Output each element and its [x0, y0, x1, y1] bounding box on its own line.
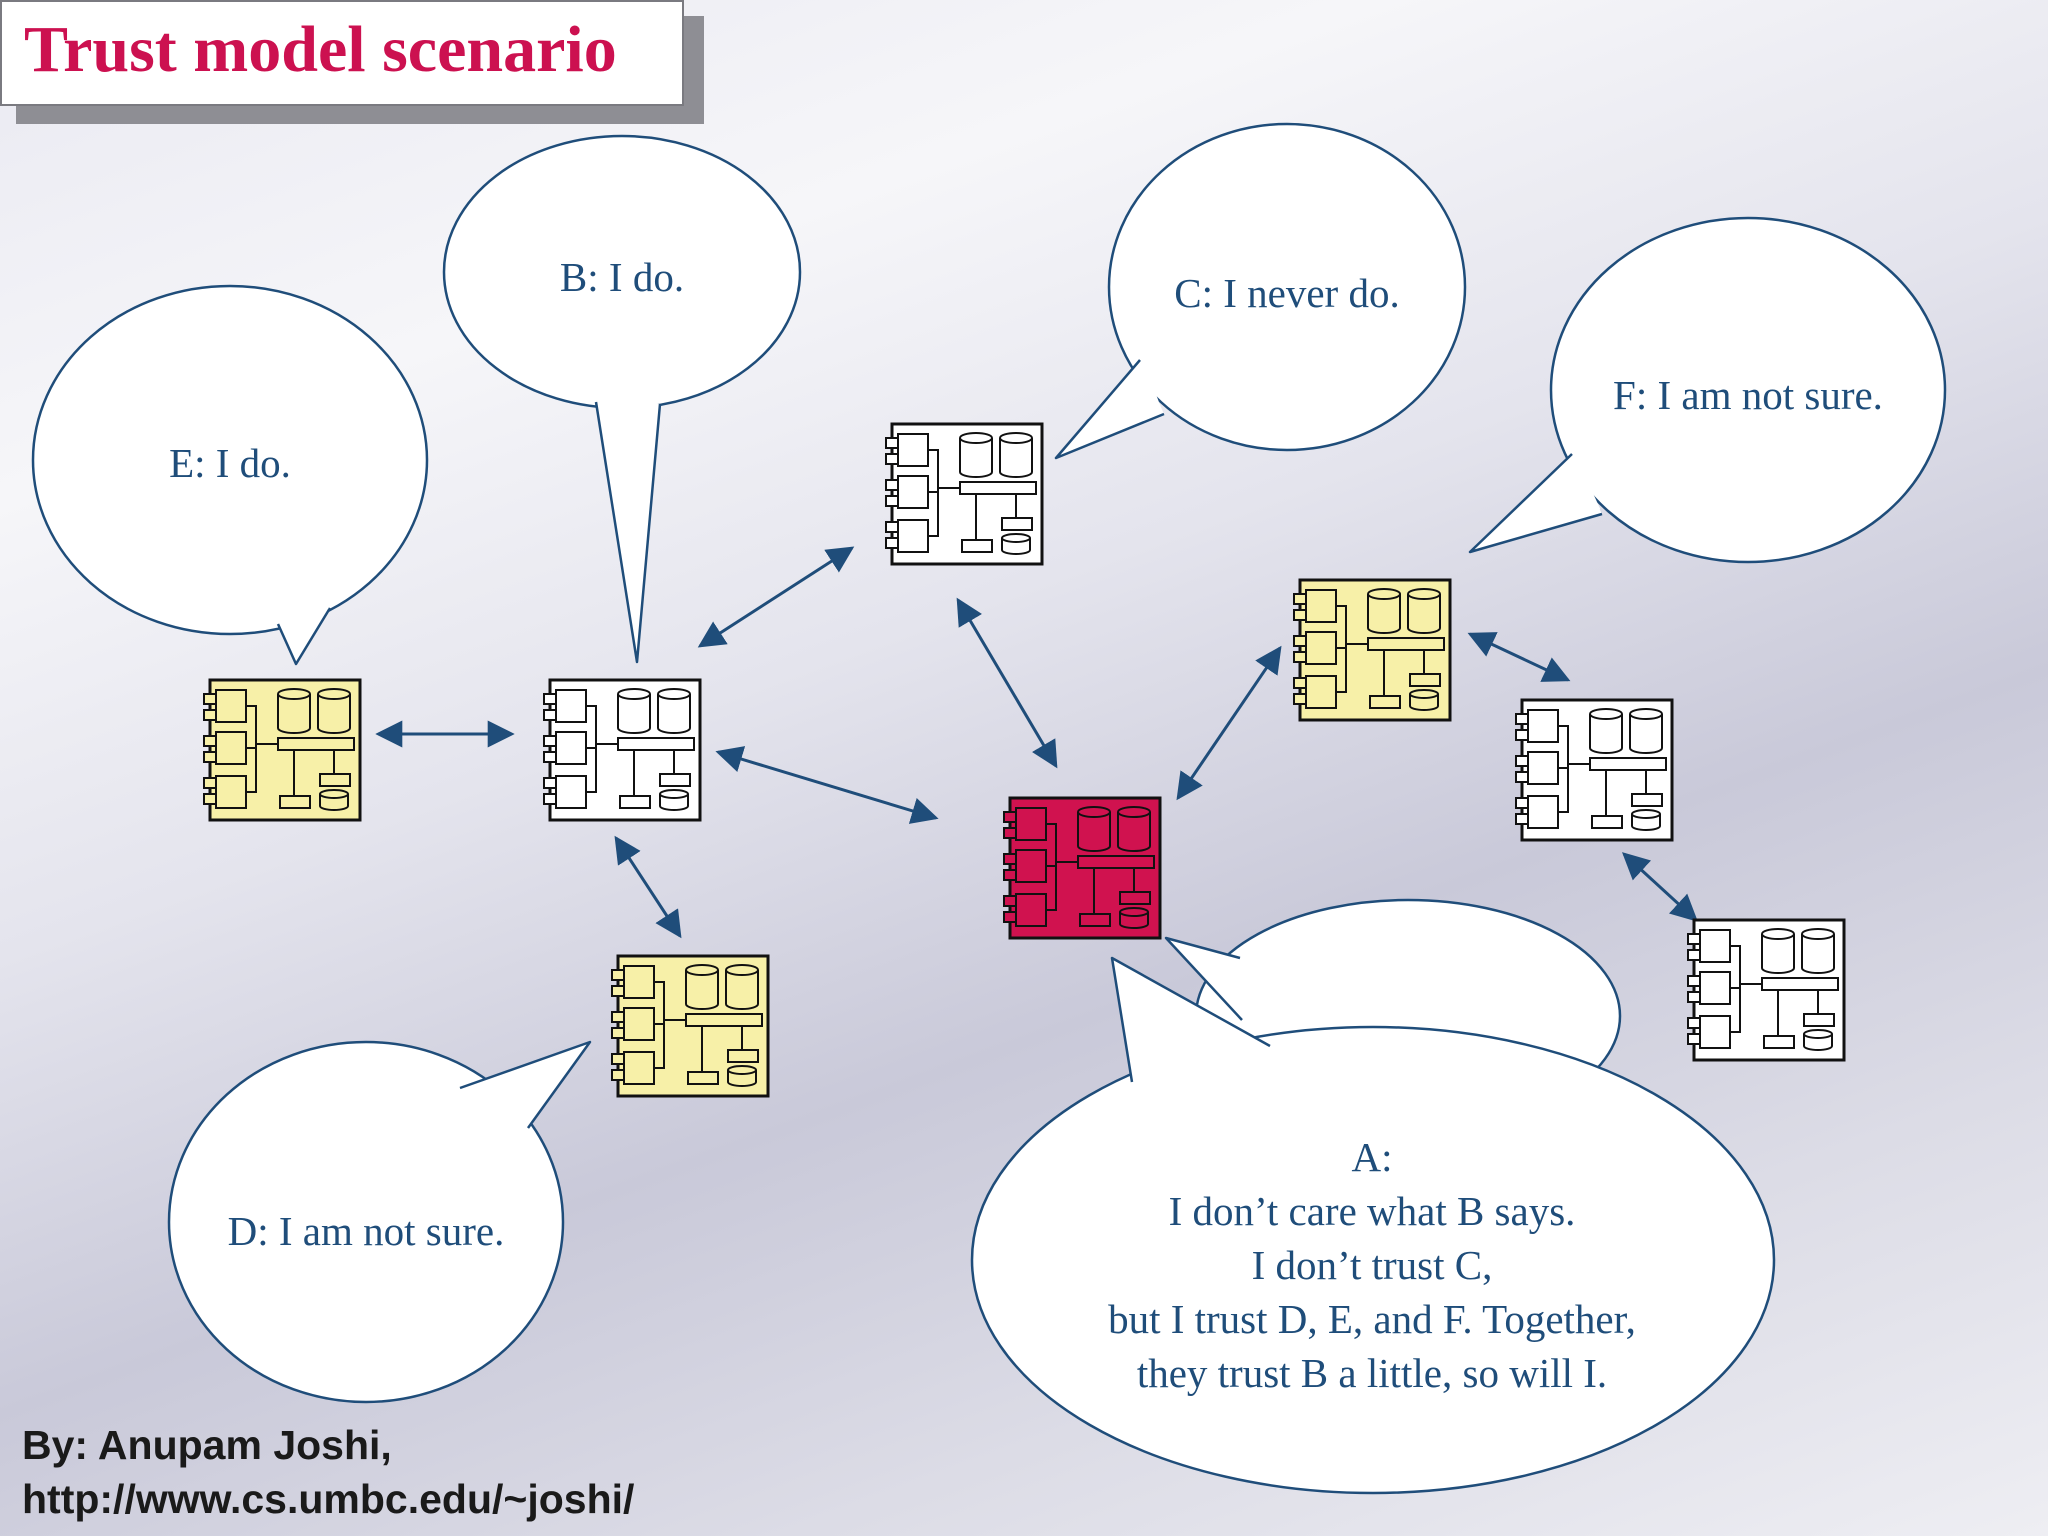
- speech-a-2: I don’t care what B says.: [1168, 1188, 1576, 1234]
- speech-a-5: they trust B a little, so will I.: [1136, 1350, 1608, 1396]
- footer-author: By: Anupam Joshi,: [22, 1422, 392, 1468]
- bubble-d: [167, 1040, 592, 1404]
- bubble-f: [1468, 216, 1947, 564]
- agent-g-icon: [1514, 698, 1674, 842]
- speech-a-1: A:: [1351, 1134, 1393, 1180]
- link-g-h: [1622, 852, 1698, 922]
- agent-a-icon: [1002, 796, 1162, 940]
- link-b-d: [614, 835, 682, 939]
- agent-b-icon: [542, 678, 702, 822]
- footer-url[interactable]: http://www.cs.umbc.edu/~joshi/: [22, 1476, 635, 1522]
- speech-a-4: but I trust D, E, and F. Together,: [1108, 1296, 1636, 1342]
- agent-f-icon: [1292, 578, 1452, 722]
- agent-d-icon: [610, 954, 770, 1098]
- link-b-c: [697, 546, 855, 648]
- speech-c: C: I never do.: [1174, 270, 1400, 316]
- bubble-b: [442, 134, 802, 664]
- bubble-a: [970, 956, 1776, 1495]
- speech-d: D: I am not sure.: [227, 1208, 505, 1254]
- link-b-a: [715, 746, 939, 824]
- bubble-e: [31, 284, 429, 666]
- trust-links: [375, 546, 1698, 939]
- agent-c-icon: [884, 422, 1044, 566]
- agent-e-icon: [202, 678, 362, 822]
- link-f-g: [1467, 632, 1571, 682]
- speech-a-3: I don’t trust C,: [1251, 1242, 1493, 1288]
- link-c-a: [956, 597, 1058, 769]
- bubble-c: [1054, 122, 1467, 460]
- title-box: Trust model scenario: [0, 0, 684, 106]
- speech-e: E: I do.: [169, 440, 291, 486]
- speech-f: F: I am not sure.: [1613, 372, 1883, 418]
- agent-h-icon: [1686, 918, 1846, 1062]
- page-title: Trust model scenario: [24, 13, 617, 86]
- link-a-f: [1176, 645, 1282, 801]
- speech-b: B: I do.: [559, 254, 685, 300]
